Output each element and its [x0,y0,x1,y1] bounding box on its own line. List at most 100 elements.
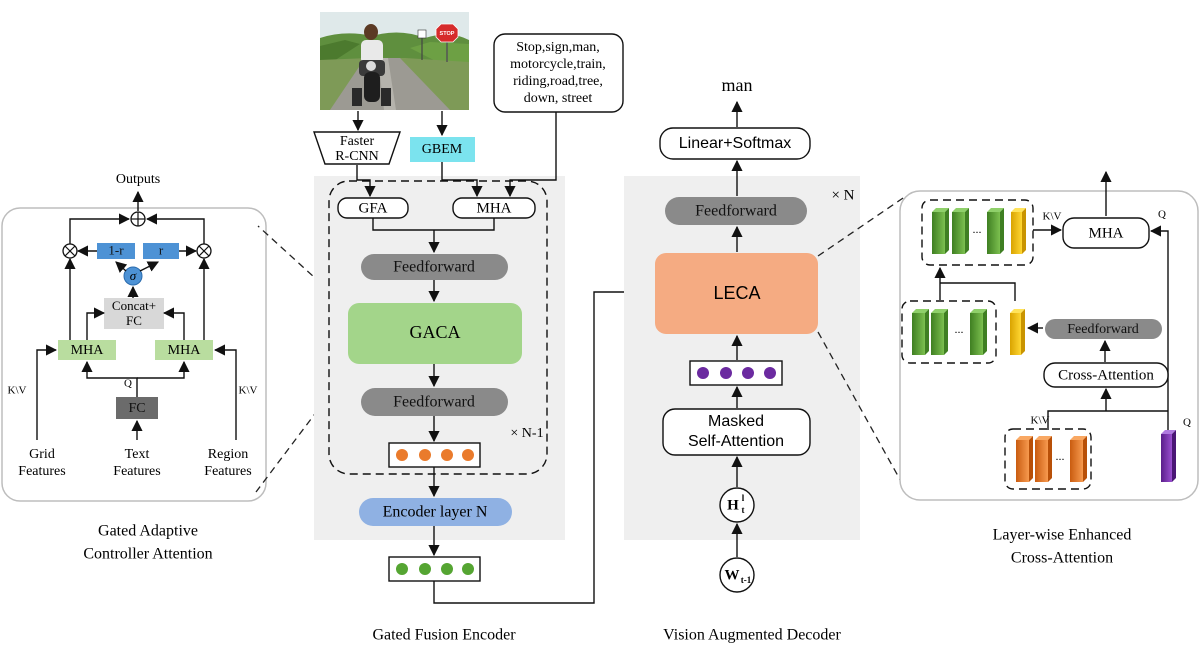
gaca-detail-panel: Outputs 1-r r σ [1,172,267,502]
grid-features-line2: Features [18,464,65,479]
encoder-output-token [462,563,474,575]
decoder-token [764,367,776,379]
caption-decoder: Vision Augmented Decoder [663,627,841,644]
orange-feature-bars [1016,436,1087,482]
caption-leca-line2: Cross-Attention [1011,550,1113,567]
tags-box [493,33,624,113]
word-embedding-node [719,557,755,593]
caption-encoder: Gated Fusion Encoder [372,627,516,644]
word-embedding-symbol: W [725,567,740,583]
purple-query-bar [1161,430,1176,482]
sigmoid-label: σ [130,268,137,283]
zoom-line-leca-bottom [817,331,909,495]
r-label: r [159,242,164,257]
encoder-output-token [396,563,408,575]
decoder-feedforward-block [665,197,807,225]
decoder-column: man Linear+Softmax Feedforward × N LECA … [624,75,860,593]
word-embedding-subscript: t-1 [741,575,752,585]
cross-attention-label: Cross-Attention [1058,367,1154,383]
multiply-node-left [62,243,78,259]
leca-mha-label: MHA [1088,225,1123,241]
r-box [143,243,179,259]
masked-attention-line1: Masked [708,413,764,430]
stop-sign-text: STOP [440,31,455,37]
leca-detail-frame [899,190,1199,501]
kv-memory-group [921,199,1034,266]
kv-label-grid: K\V [8,385,27,397]
encoder-token [462,449,474,461]
kv-label-top: K\V [1043,211,1062,223]
leca-block [655,253,818,334]
gbem-label: GBEM [422,142,463,157]
encoder-token [396,449,408,461]
ellipsis-middle: ... [955,322,964,336]
ellipsis-bottom: ... [1056,449,1065,463]
masked-attention-block [662,408,811,456]
zoom-line-gaca-top [257,225,349,309]
caption-gaca-line2: Controller Attention [83,546,212,563]
grid-features-line1: Grid [29,447,55,462]
input-photo: STOP [320,12,469,110]
kv-label-bottom: K\V [1031,415,1050,427]
yellow-feature-bar-top [1011,208,1026,254]
caption-leca-line1: Layer-wise Enhanced [993,527,1132,544]
concat-fc-box [104,298,164,329]
sum-node [130,211,146,227]
q-label-gaca: Q [124,378,132,390]
hidden-state-symbol: H [727,497,739,513]
q-label-bottom: Q [1183,417,1191,429]
decoder-token [697,367,709,379]
linear-softmax-label: Linear+Softmax [679,135,792,152]
leca-feedforward-label: Feedforward [1067,322,1139,337]
encoder-mha-label: MHA [476,200,511,216]
caption-gaca-line1: Gated Adaptive [98,523,198,540]
leca-feedforward-block [1045,319,1162,339]
encoder-output-group [1004,428,1092,490]
faster-rcnn-line2: R-CNN [335,149,379,164]
tags-line2: motorcycle,train, [510,57,606,72]
kv-label-region: K\V [239,385,258,397]
decoder-token [720,367,732,379]
faster-rcnn-block [313,131,401,165]
decoder-token [742,367,754,379]
feedforward-top-block [361,254,508,280]
leca-label: LECA [713,283,760,303]
mha-right-label: MHA [168,343,202,358]
decoder-feedforward-label: Feedforward [695,203,777,220]
text-features-line1: Text [125,447,150,462]
decoder-background [624,176,860,540]
tags-line4: down, street [524,91,593,106]
feedforward-top-label: Feedforward [393,259,475,276]
gaca-detail-frame [1,207,267,502]
hidden-state-subscript: t [742,505,745,515]
region-features-line1: Region [208,447,248,462]
encoder-to-leca-arrow [433,286,654,604]
mha-left-label: MHA [71,343,105,358]
encoder-token [419,449,431,461]
green-feature-bars-top [932,208,1004,254]
feedforward-bottom-label: Feedforward [393,394,475,411]
leca-mha-block [1062,217,1150,249]
fc-label-concat: FC [126,313,142,328]
sigmoid-node [123,266,143,286]
encoder-token [441,449,453,461]
intermediate-group [901,300,997,364]
encoder-repeat-label: × N-1 [510,426,543,441]
tags-line3: riding,road,tree, [513,74,603,89]
encoder-layer-n-label: Encoder layer N [383,504,488,521]
mha-right-box [155,340,213,360]
hidden-state-superscript: l [742,493,745,503]
mha-left-box [58,340,116,360]
encoder-output-token [441,563,453,575]
gbem-block [410,137,475,162]
output-word: man [722,75,753,95]
fc-label: FC [128,401,145,416]
gaca-block [348,303,522,364]
feedforward-bottom-block [361,388,508,416]
concat-label: Concat+ [112,298,156,313]
text-features-line2: Features [113,464,160,479]
green-feature-bars-middle [912,309,987,355]
hidden-state-node [719,487,755,523]
encoder-layer-n-block [359,498,512,526]
